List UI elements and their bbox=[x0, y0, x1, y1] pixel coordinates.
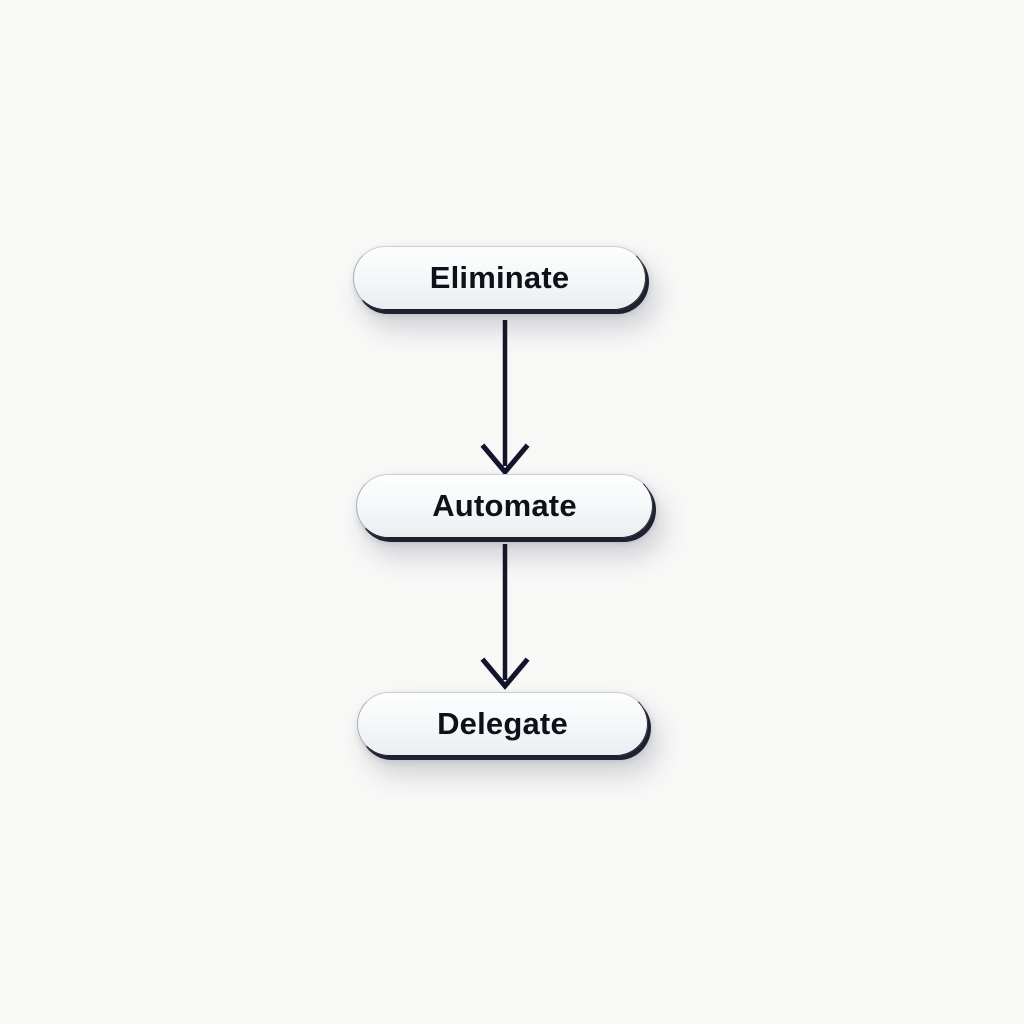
step-eliminate: Eliminate bbox=[353, 246, 646, 310]
step-label: Automate bbox=[432, 488, 577, 523]
arrow-down-icon bbox=[480, 320, 530, 476]
step-label: Delegate bbox=[437, 706, 568, 741]
step-delegate: Delegate bbox=[357, 692, 648, 756]
step-automate: Automate bbox=[356, 474, 653, 538]
step-label: Eliminate bbox=[429, 260, 570, 295]
arrow-down-icon bbox=[480, 544, 530, 690]
